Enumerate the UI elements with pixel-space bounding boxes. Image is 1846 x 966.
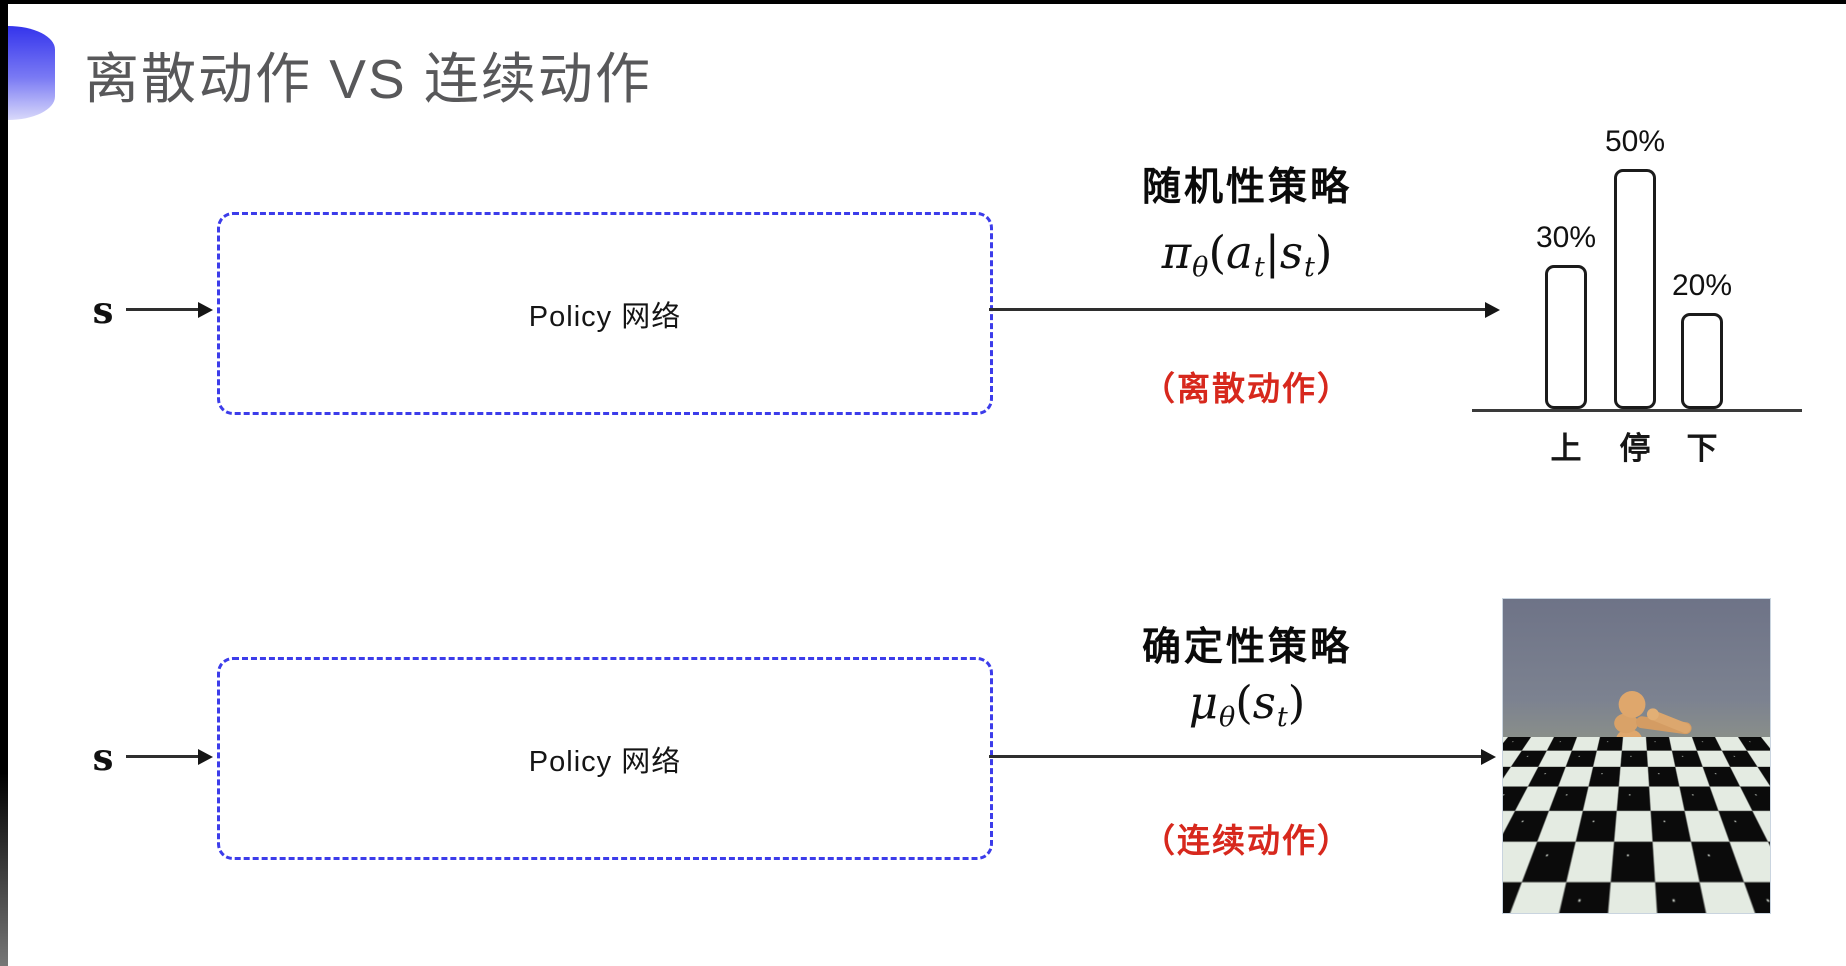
policy-formula-row1: πθ(at|st): [1038, 226, 1456, 283]
formula-token: a: [1226, 226, 1253, 279]
humanoid-robot-figure: [1578, 690, 1692, 900]
formula-token: s: [1279, 226, 1303, 279]
bar-上: [1545, 265, 1587, 409]
output-arrow-row1: [989, 301, 1500, 318]
arrowhead-icon: [1481, 748, 1496, 765]
title-bullet-icon: [8, 26, 55, 120]
action-probability-bar-chart: 30% 上 50% 停 20% 下: [1472, 112, 1808, 466]
input-arrow-row1: [126, 301, 213, 318]
formula-token: |: [1264, 226, 1280, 279]
formula-token: s: [1252, 676, 1276, 729]
output-arrow-row2: [989, 748, 1496, 765]
bar-category-label: 上: [1550, 431, 1582, 466]
formula-token: t: [1253, 252, 1265, 284]
action-note-row1: （离散动作）: [1142, 370, 1352, 407]
state-input-label-row2: s: [92, 735, 114, 779]
formula-token: t: [1276, 702, 1288, 734]
action-note-row2: （连续动作）: [1142, 822, 1352, 859]
input-arrow-row2: [126, 748, 213, 765]
arrowhead-icon: [198, 301, 213, 318]
bar-category-label: 下: [1686, 431, 1718, 466]
humanoid-simulation-image: [1502, 598, 1771, 914]
bar-value-label: 20%: [1671, 269, 1733, 302]
policy-box-label: Policy 网络: [528, 300, 682, 333]
bar-category-label: 停: [1619, 431, 1651, 466]
arrowhead-icon: [1485, 301, 1500, 318]
bar-value-label: 30%: [1535, 221, 1597, 254]
policy-formula-row2: μθ(st): [1038, 676, 1456, 733]
policy-type-heading-row2: 确定性策略: [1141, 626, 1352, 669]
policy-network-box-row2: Policy 网络: [217, 657, 993, 860]
screen-edge-top: [0, 0, 1846, 4]
policy-box-label: Policy 网络: [528, 745, 682, 778]
formula-token: (: [1208, 226, 1226, 279]
formula-token: μ: [1188, 676, 1218, 729]
formula-token: θ: [1192, 252, 1209, 284]
state-input-label-row1: s: [92, 288, 114, 332]
bar-下: [1681, 313, 1723, 409]
chart-baseline-axis: [1472, 409, 1802, 412]
formula-token: ): [1287, 676, 1306, 729]
policy-network-box-row1: Policy 网络: [217, 212, 993, 415]
page-title: 离散动作 VS 连续动作: [84, 48, 652, 110]
formula-token: ): [1314, 226, 1333, 279]
screen-edge-left: [0, 0, 8, 966]
bar-value-label: 50%: [1604, 125, 1666, 158]
formula-token: θ: [1218, 702, 1236, 734]
formula-token: (: [1235, 676, 1253, 729]
formula-token: π: [1161, 226, 1192, 279]
formula-token: t: [1303, 252, 1315, 284]
policy-type-heading-row1: 随机性策略: [1141, 166, 1352, 209]
arrowhead-icon: [198, 748, 213, 765]
bar-停: [1614, 169, 1656, 409]
